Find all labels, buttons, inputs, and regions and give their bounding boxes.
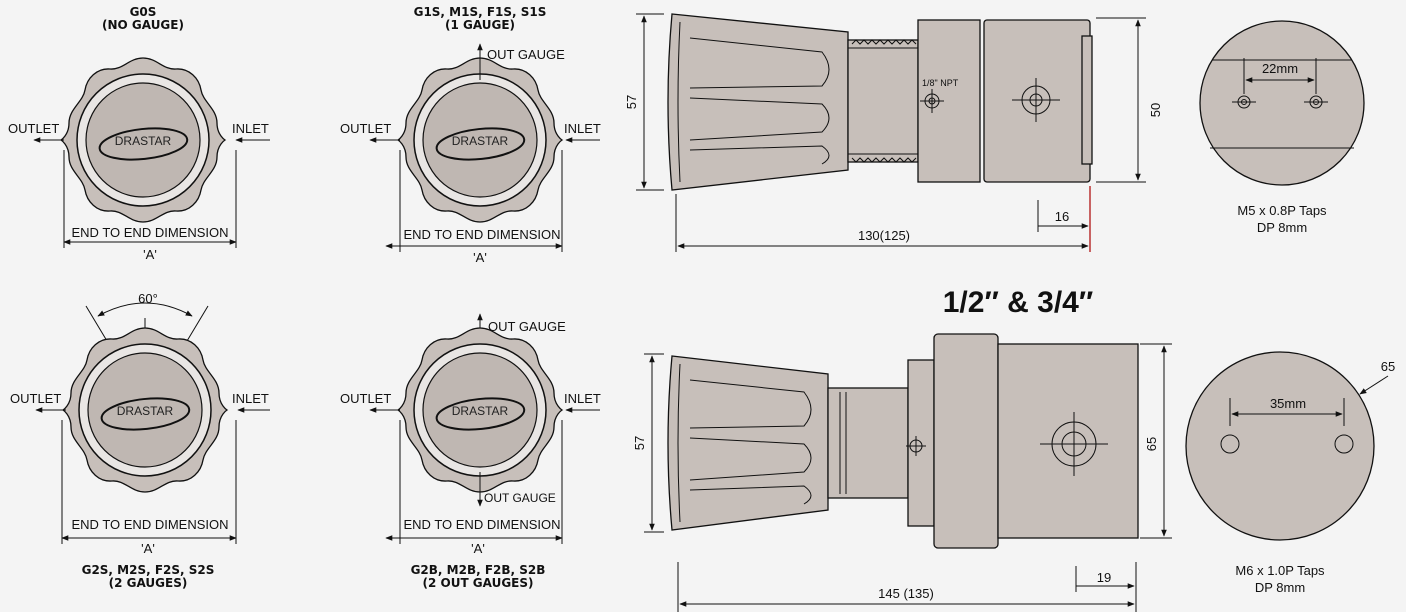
g0s-title: G0S xyxy=(130,5,157,19)
front-view-g2s: 60° DRASTAR OUTLET INLET END TO END DIME… xyxy=(10,291,270,590)
g2s-outlet-label: OUTLET xyxy=(10,391,61,406)
front-view-g1s: G1S, M1S, F1S, S1S (1 GAUGE) DRASTAR OUT… xyxy=(340,5,601,265)
face-large-diameter: 65 xyxy=(1381,359,1395,374)
g2s-brand-logo: DRASTAR xyxy=(117,404,174,418)
face-small-note-line1: M5 x 0.8P Taps xyxy=(1237,203,1327,218)
g1s-brand-logo: DRASTAR xyxy=(452,134,509,148)
side-large-offset: 19 xyxy=(1097,570,1111,585)
g2s-dim-label: END TO END DIMENSION xyxy=(72,517,229,532)
g2s-inlet-label: INLET xyxy=(232,391,269,406)
g1s-out-gauge-label: OUT GAUGE xyxy=(487,47,565,62)
side-view-small: 1/8" NPT 57 50 16 130(125) xyxy=(624,13,1163,252)
side-view-large: 57 65 19 145 (135) xyxy=(632,333,1172,612)
face-large-note-line2: DP 8mm xyxy=(1255,580,1305,595)
side-large-length: 145 (135) xyxy=(878,586,934,601)
g1s-inlet-label: INLET xyxy=(564,121,601,136)
side-small-height-right: 50 xyxy=(1148,103,1163,117)
g1s-subtitle: (1 GAUGE) xyxy=(445,18,515,32)
g2b-dim-label: END TO END DIMENSION xyxy=(404,517,561,532)
g1s-dim-label: END TO END DIMENSION xyxy=(404,227,561,242)
side-small-height: 57 xyxy=(624,95,639,109)
g0s-brand-logo: DRASTAR xyxy=(115,134,172,148)
face-small-spacing: 22mm xyxy=(1262,61,1298,76)
face-large-note-line1: M6 x 1.0P Taps xyxy=(1235,563,1325,578)
front-view-g2b: OUT GAUGE DRASTAR OUT GAUGE OUTLET INLET… xyxy=(340,313,601,590)
g2b-caption: G2B, M2B, F2B, S2B xyxy=(411,563,546,577)
g1s-outlet-label: OUTLET xyxy=(340,121,391,136)
g2b-out-gauge-top-label: OUT GAUGE xyxy=(488,319,566,334)
g0s-subtitle: (NO GAUGE) xyxy=(102,18,184,32)
face-small-note-line2: DP 8mm xyxy=(1257,220,1307,235)
g2s-dim-symbol: 'A' xyxy=(141,541,155,556)
g2s-caption: G2S, M2S, F2S, S2S xyxy=(82,563,215,577)
side-large-height: 57 xyxy=(632,436,647,450)
g1s-title: G1S, M1S, F1S, S1S xyxy=(414,5,547,19)
side-small-length: 130(125) xyxy=(858,228,910,243)
front-view-g0s: G0S (NO GAUGE) DRASTAR OUTLET INLET END … xyxy=(8,5,270,262)
face-view-large: 35mm 65 M6 x 1.0P Taps DP 8mm xyxy=(1185,351,1395,595)
g2b-brand-logo: DRASTAR xyxy=(452,404,509,418)
g2s-angle-arc xyxy=(97,302,193,317)
g2s-caption-sub: (2 GAUGES) xyxy=(109,576,188,590)
g2b-caption-sub: (2 OUT GAUGES) xyxy=(422,576,533,590)
g1s-dim-symbol: 'A' xyxy=(473,250,487,265)
g2b-dim-symbol: 'A' xyxy=(471,541,485,556)
g2b-out-gauge-bottom-label: OUT GAUGE xyxy=(484,491,556,505)
g0s-outlet-label: OUTLET xyxy=(8,121,59,136)
g2b-outlet-label: OUTLET xyxy=(340,391,391,406)
g2s-angle-label: 60° xyxy=(138,291,158,306)
g0s-inlet-label: INLET xyxy=(232,121,269,136)
side-large-height-right: 65 xyxy=(1144,437,1159,451)
g0s-dim-label: END TO END DIMENSION xyxy=(72,225,229,240)
size-heading: 1/2″ & 3/4″ xyxy=(943,286,1093,319)
side-small-offset: 16 xyxy=(1055,209,1069,224)
face-large-spacing: 35mm xyxy=(1270,396,1306,411)
face-view-small: 22mm M5 x 0.8P Taps DP 8mm xyxy=(1199,20,1365,235)
side-small-port-label: 1/8" NPT xyxy=(922,78,959,88)
g2b-inlet-label: INLET xyxy=(564,391,601,406)
g0s-dim-symbol: 'A' xyxy=(143,247,157,262)
